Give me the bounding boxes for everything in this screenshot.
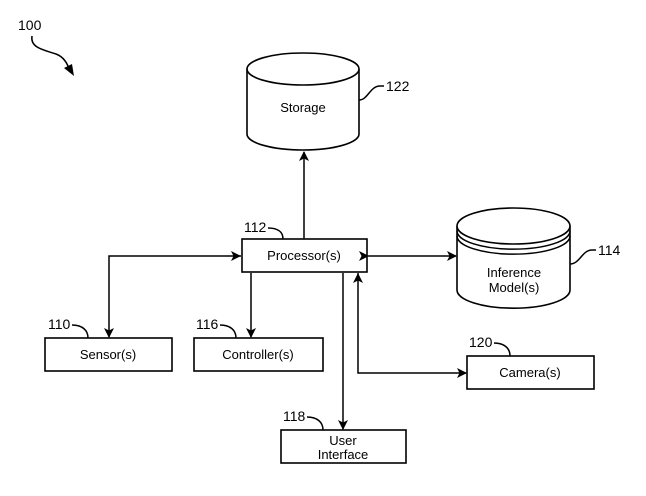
sensor-label: Sensor(s) — [80, 347, 136, 362]
sensor-node: Sensor(s) — [44, 337, 173, 372]
camera-ref-leader — [493, 342, 511, 357]
storage-ref: 122 — [386, 78, 410, 94]
processor-box — [241, 238, 368, 273]
user-interface-node: User Interface — [280, 429, 407, 464]
camera-connector — [357, 273, 467, 378]
processor-label: Processor(s) — [267, 248, 341, 263]
inference-ring-1 — [456, 230, 571, 250]
camera-label: Camera(s) — [499, 365, 560, 380]
processor-node: Processor(s) — [241, 238, 368, 273]
figure-ref-arrowhead — [64, 64, 74, 76]
storage-label: Storage — [280, 100, 326, 115]
controller-box — [193, 337, 324, 372]
sensor-ref-leader — [71, 324, 89, 339]
figure-ref-label: 100 — [18, 17, 42, 33]
user-interface-label-line1: User — [329, 433, 357, 448]
inference-ref-leader — [569, 249, 596, 265]
storage-node: Storage — [246, 52, 360, 151]
sensor-connector-arrowhead-processor — [231, 251, 241, 261]
processor-ref: 112 — [244, 219, 267, 235]
inference-model-node: Inference Model(s) — [456, 207, 571, 309]
camera-ref: 120 — [469, 334, 493, 350]
user-interface-box — [280, 429, 407, 464]
storage-body — [246, 69, 360, 151]
processor-ref-leader — [267, 227, 284, 240]
inference-label-line2: Model(s) — [489, 280, 540, 295]
sensor-box — [44, 337, 173, 372]
storage-top — [246, 52, 360, 86]
sensor-ref: 110 — [48, 316, 71, 332]
controller-node: Controller(s) — [193, 337, 324, 372]
inference-ring-2 — [456, 235, 571, 255]
sensor-connector — [104, 255, 241, 338]
camera-connector-arrowhead-processor — [353, 273, 363, 283]
figure-ref-arrow — [31, 35, 71, 73]
inference-top — [456, 207, 571, 245]
controller-label: Controller(s) — [222, 347, 294, 362]
storage-ref-leader — [358, 85, 384, 101]
controller-ref: 116 — [196, 316, 219, 332]
camera-node: Camera(s) — [466, 355, 595, 390]
camera-box — [466, 355, 595, 390]
user-interface-label-line2: Interface — [318, 447, 369, 462]
user-interface-ref-leader — [306, 416, 324, 431]
controller-ref-leader — [219, 324, 237, 339]
user-interface-ref: 118 — [283, 408, 306, 424]
inference-ref: 114 — [598, 242, 621, 258]
inference-label-line1: Inference — [487, 265, 541, 280]
